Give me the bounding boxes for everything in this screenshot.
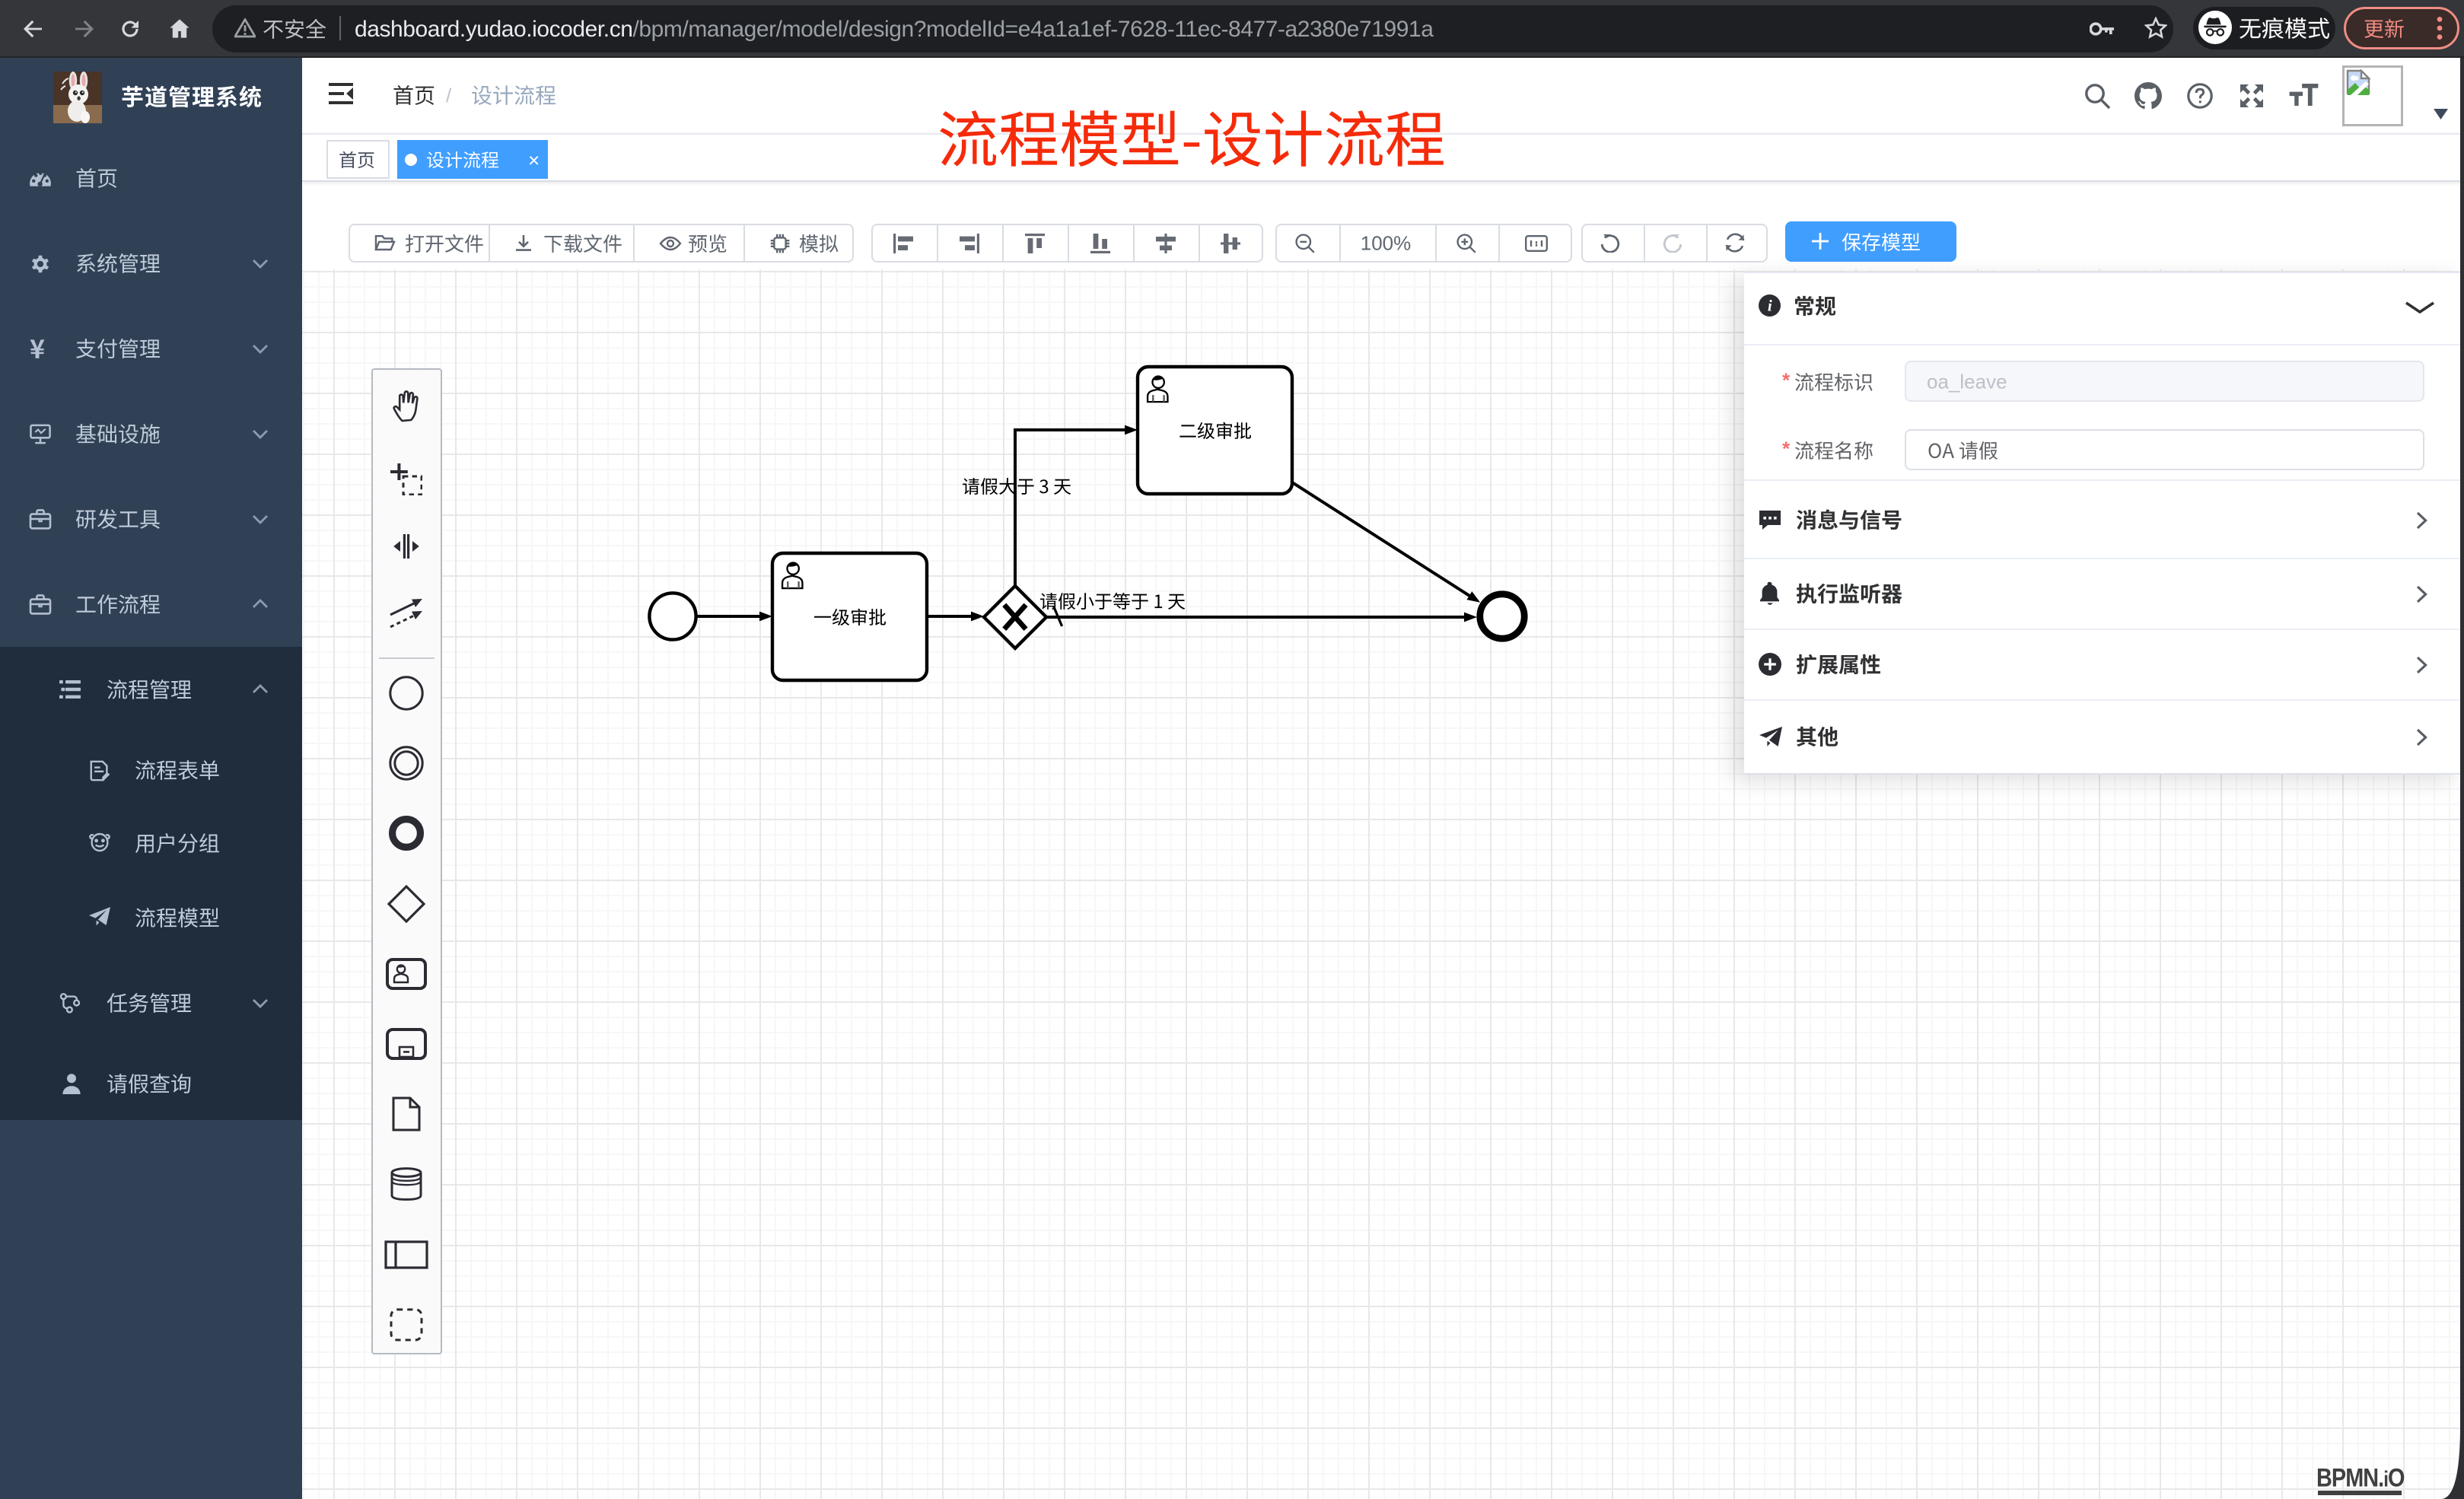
svg-text:i: i — [1768, 297, 1772, 315]
